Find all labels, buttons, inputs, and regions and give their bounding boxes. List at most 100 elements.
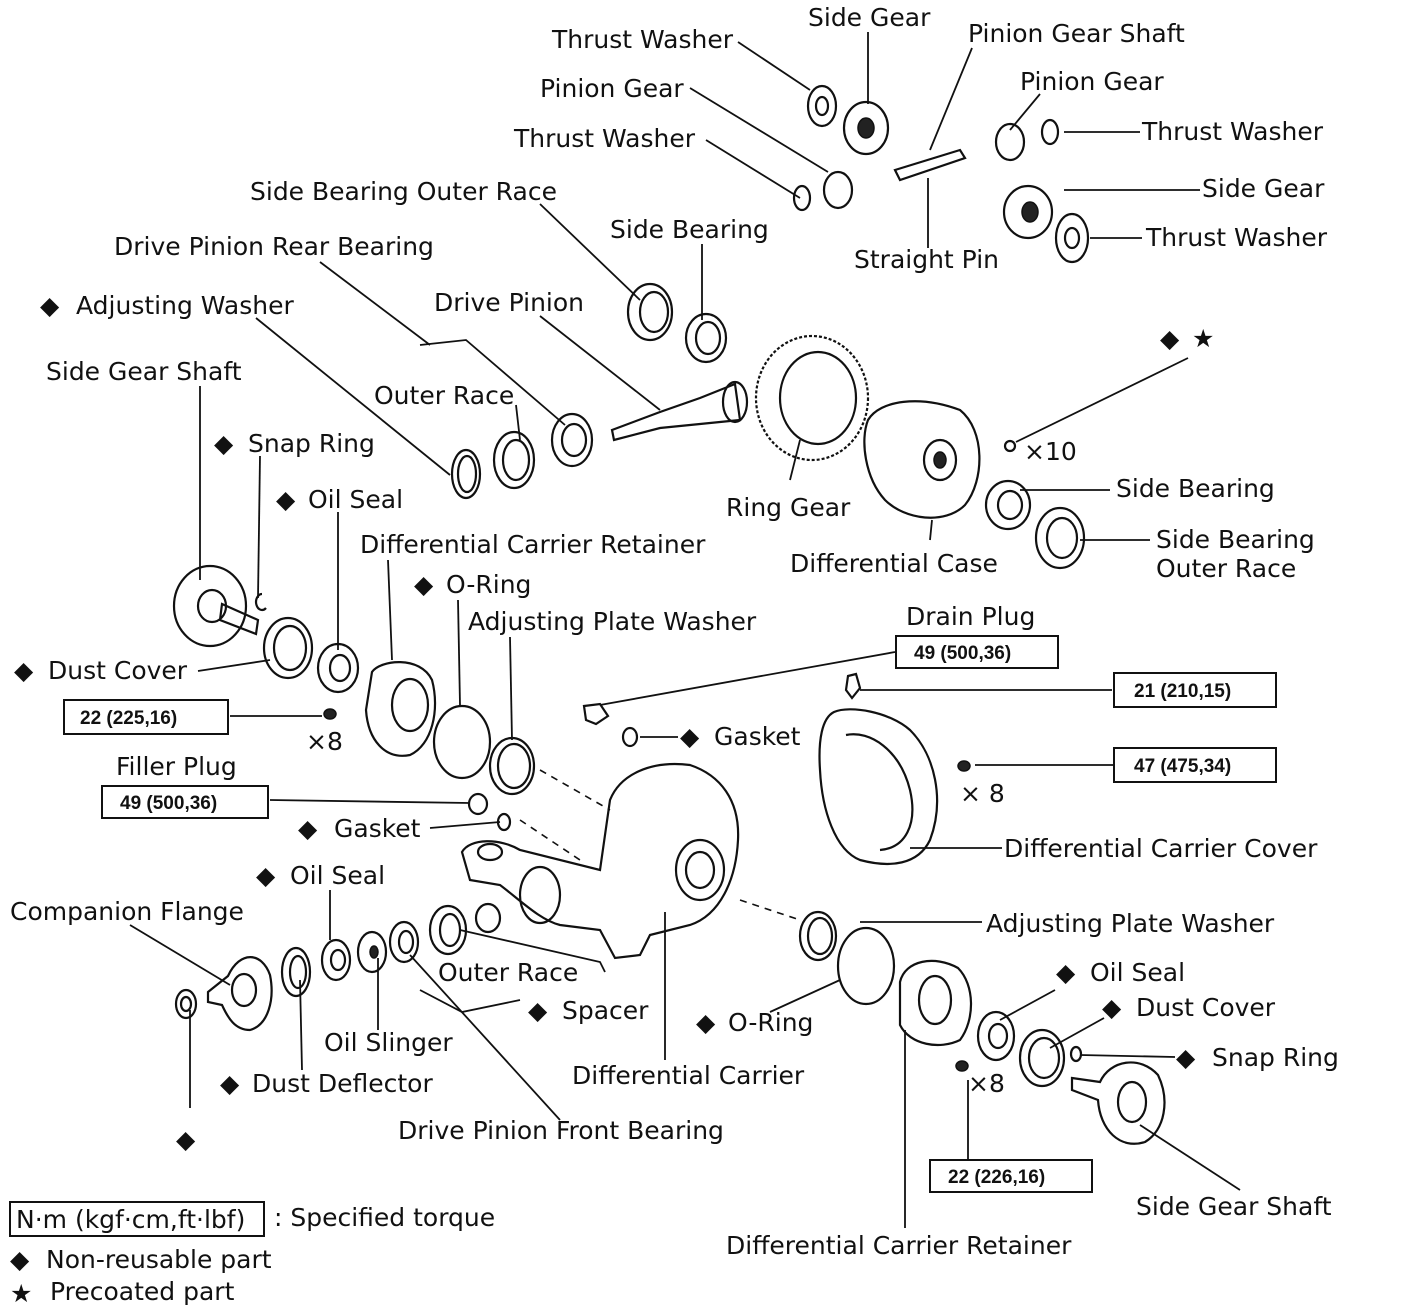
label-oil-seal: Oil Seal bbox=[308, 485, 403, 514]
label-thrust-washer: Thrust Washer bbox=[1145, 223, 1328, 252]
diamond-icon: ◆ bbox=[414, 570, 434, 599]
label-x8: ×8 bbox=[306, 727, 343, 756]
thrust-washer-part bbox=[1054, 212, 1090, 264]
diamond-icon: ◆ bbox=[220, 1069, 240, 1098]
diamond-icon: ◆ bbox=[696, 1008, 716, 1037]
bolt-part bbox=[955, 1060, 969, 1072]
label-drain-plug: Drain Plug bbox=[906, 602, 1035, 631]
differential-carrier-part bbox=[460, 763, 740, 960]
outer-race-part bbox=[492, 430, 536, 490]
differential-case-part bbox=[863, 400, 981, 519]
legend: N·m (kgf·cm,ft·lbf) : Specified torque ◆… bbox=[9, 1201, 495, 1308]
label-filler-plug: Filler Plug bbox=[116, 752, 237, 781]
pinion-gear-part bbox=[994, 122, 1026, 162]
drive-pinion-rear-bearing-part bbox=[550, 412, 594, 468]
snap-ring-part bbox=[1069, 1045, 1083, 1063]
torque-value: 49 (500,36) bbox=[120, 793, 217, 814]
label-differential-case: Differential Case bbox=[790, 549, 998, 578]
side-gear-shaft-part bbox=[172, 564, 248, 648]
diamond-icon: ◆ bbox=[14, 656, 34, 685]
torque-boxes: 22 (225,16) 49 (500,36) 21 (210,15) 47 (… bbox=[63, 635, 1277, 1193]
label-thrust-washer: Thrust Washer bbox=[551, 25, 734, 54]
torque-value: 49 (500,36) bbox=[914, 643, 1011, 664]
label-differential-carrier-retainer: Differential Carrier Retainer bbox=[360, 530, 706, 559]
label-side-bearing-outer-race: Side Bearing Outer Race bbox=[250, 177, 557, 206]
o-ring-part bbox=[836, 926, 896, 1006]
side-gear-shaft-part bbox=[1070, 1061, 1166, 1145]
label-outer-race: Outer Race bbox=[374, 381, 514, 410]
label-drive-pinion-front-bearing: Drive Pinion Front Bearing bbox=[398, 1116, 724, 1145]
label-oil-seal: Oil Seal bbox=[1090, 958, 1185, 987]
diamond-icon: ◆ bbox=[214, 429, 234, 458]
thrust-washer-part bbox=[792, 184, 812, 212]
diamond-icon: ◆ bbox=[1102, 993, 1122, 1022]
label-dust-deflector: Dust Deflector bbox=[252, 1069, 433, 1098]
dust-deflector-part bbox=[280, 946, 312, 998]
label-side-bearing-outer-race: Outer Race bbox=[1156, 554, 1296, 583]
torque-box-drain-plug bbox=[895, 635, 1059, 669]
label-x10: ×10 bbox=[1024, 437, 1077, 466]
label-differential-carrier: Differential Carrier bbox=[572, 1061, 805, 1090]
legend-torque-unit: N·m (kgf·cm,ft·lbf) bbox=[16, 1205, 245, 1234]
side-bearing-part bbox=[984, 479, 1032, 531]
label-pinion-gear-shaft: Pinion Gear Shaft bbox=[968, 19, 1185, 48]
diamond-icon: ◆ bbox=[680, 722, 700, 751]
companion-flange-part bbox=[206, 956, 273, 1032]
diamond-icon: ◆ bbox=[1160, 324, 1180, 353]
label-drive-pinion-rear-bearing: Drive Pinion Rear Bearing bbox=[114, 232, 434, 261]
gasket-part bbox=[496, 812, 512, 832]
diamond-icon: ◆ bbox=[256, 861, 276, 890]
leader-lines bbox=[129, 32, 1241, 1228]
label-side-gear: Side Gear bbox=[1202, 174, 1325, 203]
differential-carrier-retainer-part bbox=[898, 959, 973, 1047]
label-adjusting-plate-washer: Adjusting Plate Washer bbox=[986, 909, 1275, 938]
torque-box-cover-plug bbox=[1113, 672, 1277, 708]
label-side-gear-shaft: Side Gear Shaft bbox=[1136, 1192, 1332, 1221]
label-pinion-gear: Pinion Gear bbox=[540, 74, 684, 103]
oil-seal-part bbox=[316, 642, 360, 694]
snap-ring-part bbox=[254, 592, 267, 612]
diamond-icon: ◆ bbox=[1176, 1043, 1196, 1072]
label-thrust-washer: Thrust Washer bbox=[513, 124, 696, 153]
label-gasket: Gasket bbox=[714, 722, 801, 751]
label-snap-ring: Snap Ring bbox=[248, 429, 375, 458]
bolt-part bbox=[323, 708, 337, 720]
label-straight-pin: Straight Pin bbox=[854, 245, 999, 274]
oil-seal-part bbox=[976, 1010, 1016, 1062]
drain-plug-part bbox=[582, 702, 610, 726]
side-bearing-part bbox=[684, 312, 728, 364]
label-side-bearing: Side Bearing bbox=[610, 215, 769, 244]
label-snap-ring: Snap Ring bbox=[1212, 1043, 1339, 1072]
diamond-icon: ◆ bbox=[528, 996, 548, 1025]
label-ring-gear: Ring Gear bbox=[726, 493, 851, 522]
cover-plug-part bbox=[844, 672, 862, 700]
torque-box-filler-plug bbox=[101, 785, 269, 819]
gasket-part bbox=[621, 726, 639, 748]
adjusting-plate-washer-part bbox=[488, 736, 536, 796]
label-differential-carrier-retainer: Differential Carrier Retainer bbox=[726, 1231, 1072, 1260]
differential-carrier-cover-part bbox=[818, 708, 939, 866]
label-spacer: Spacer bbox=[562, 996, 649, 1025]
torque-value: 47 (475,34) bbox=[1134, 756, 1231, 777]
parts bbox=[172, 84, 1166, 1145]
label-side-bearing: Side Bearing bbox=[1116, 474, 1275, 503]
label-o-ring: O-Ring bbox=[446, 570, 531, 599]
thrust-washer-part bbox=[806, 84, 838, 128]
drive-pinion-part bbox=[610, 382, 742, 442]
labels: Thrust Washer Side Gear Pinion Gear Shaf… bbox=[10, 3, 1339, 1260]
label-differential-carrier-cover: Differential Carrier Cover bbox=[1004, 834, 1318, 863]
outer-race-part bbox=[428, 904, 468, 956]
torque-value: 22 (225,16) bbox=[80, 708, 177, 729]
legend-non-reusable: Non-reusable part bbox=[46, 1245, 272, 1274]
star-icon: ★ bbox=[10, 1279, 32, 1308]
torque-box-retainer-right bbox=[929, 1159, 1093, 1193]
label-outer-race: Outer Race bbox=[438, 958, 578, 987]
spacer-part bbox=[474, 902, 502, 934]
torque-value: 21 (210,15) bbox=[1134, 681, 1231, 702]
star-icon: ★ bbox=[1192, 324, 1214, 353]
label-dust-cover: Dust Cover bbox=[1136, 993, 1276, 1022]
label-side-bearing-outer-race: Side Bearing bbox=[1156, 525, 1315, 554]
legend-precoated: Precoated part bbox=[50, 1277, 235, 1306]
bolt-part bbox=[957, 760, 971, 772]
